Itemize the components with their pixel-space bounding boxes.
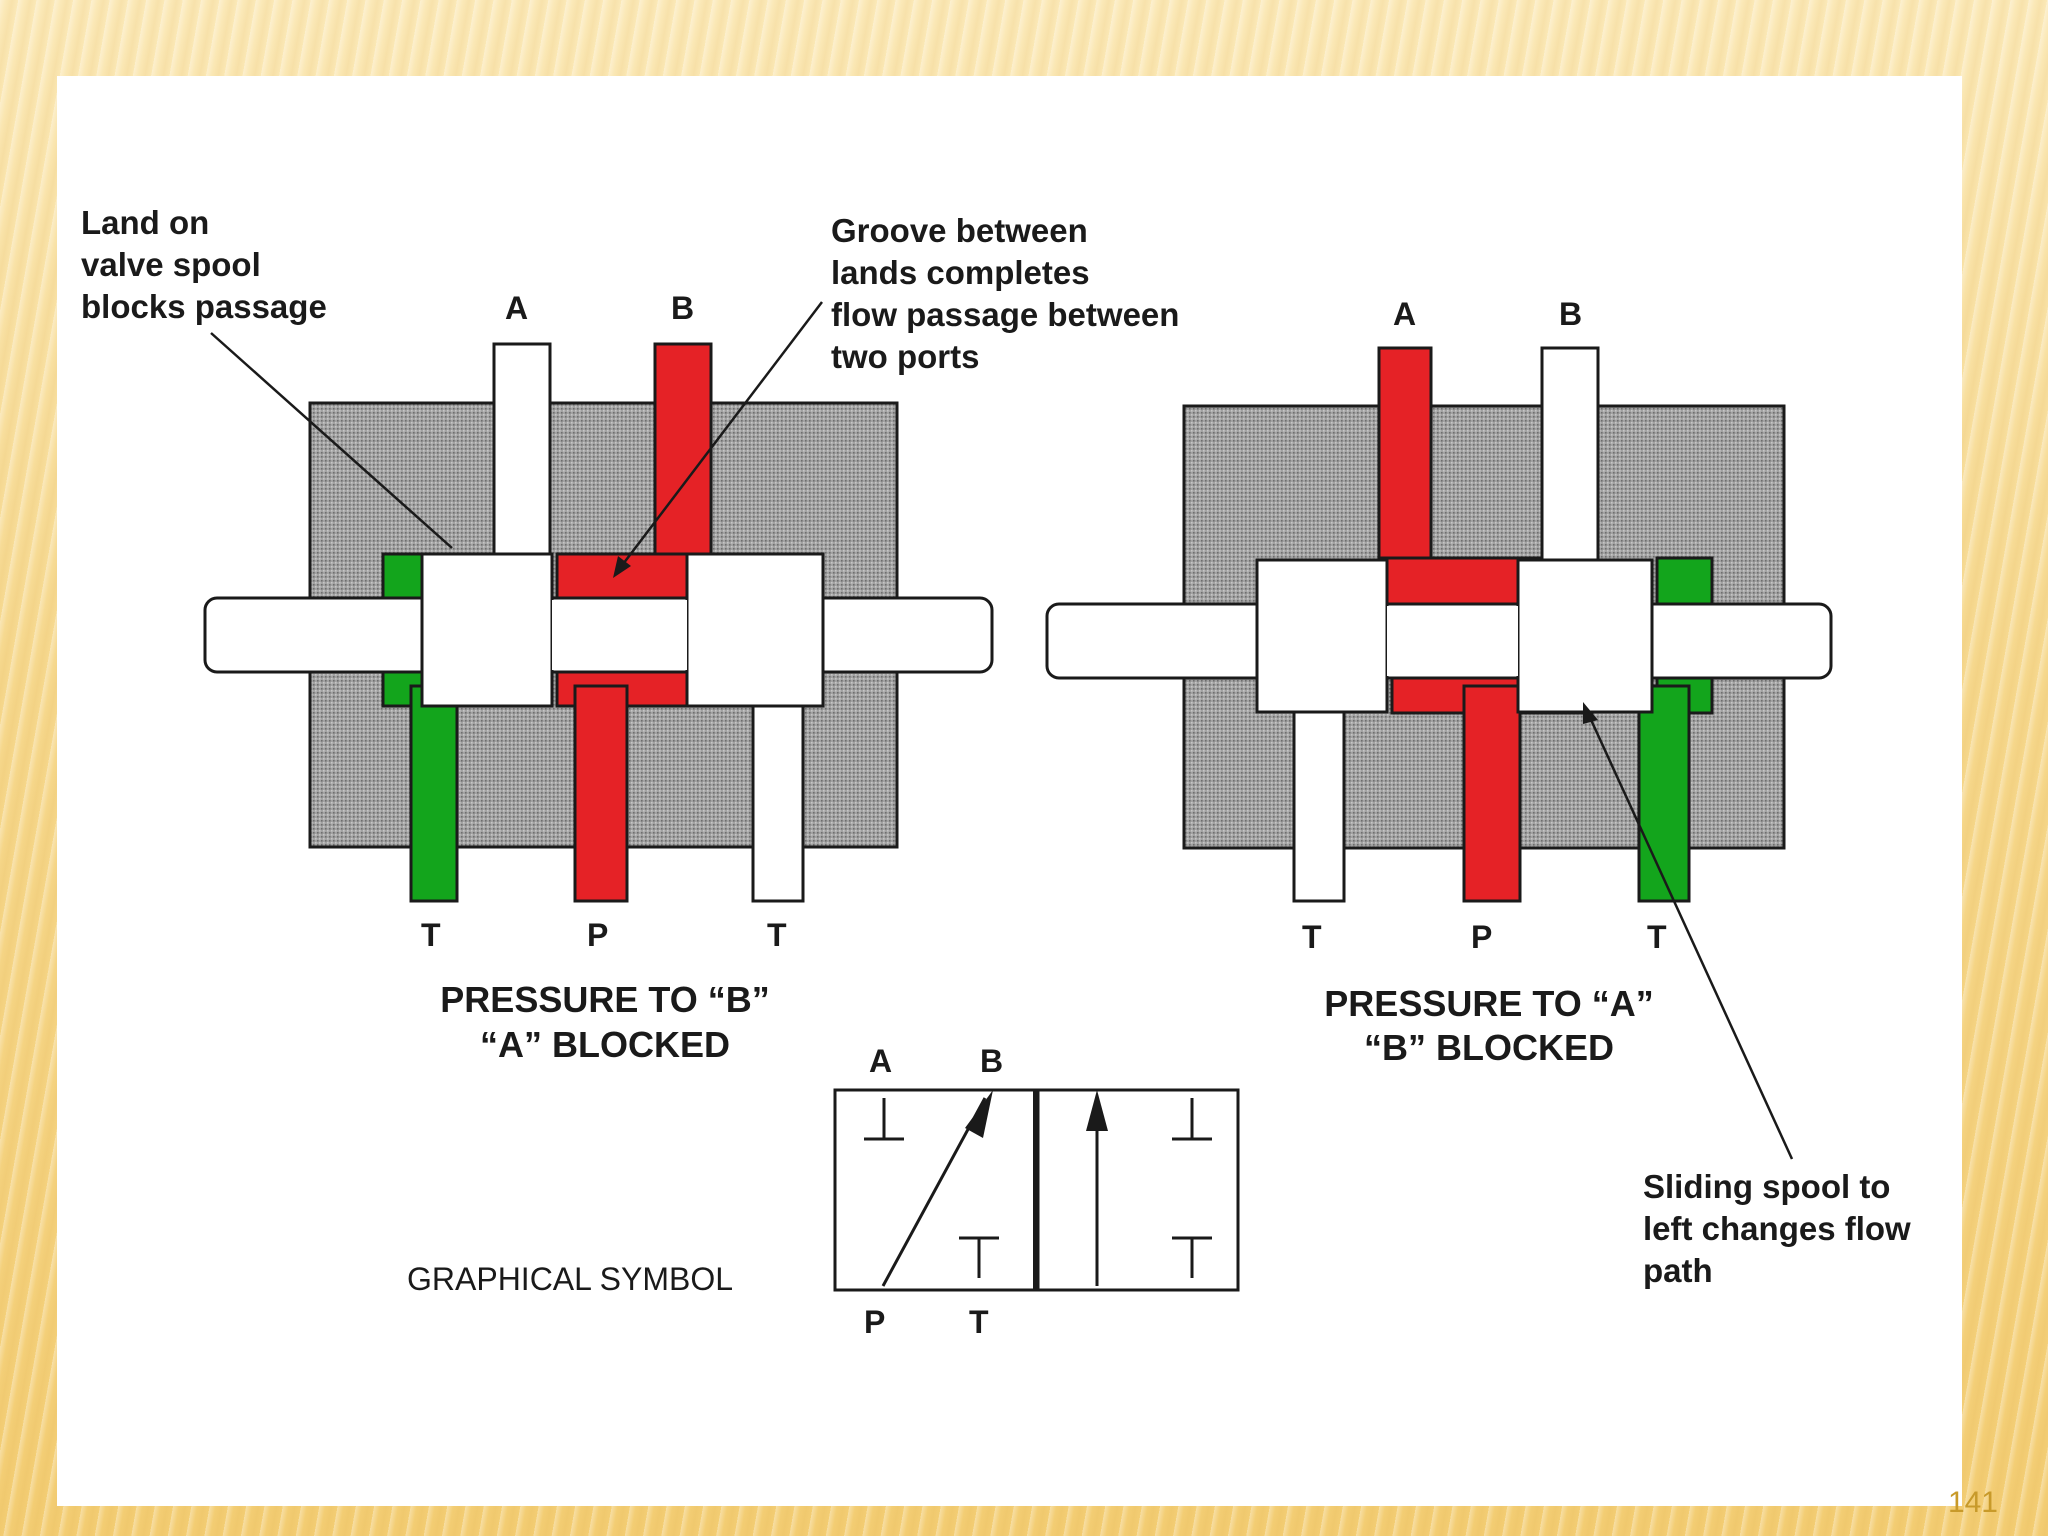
right-port-b-passage bbox=[1540, 346, 1600, 562]
symbol-label-b: B bbox=[980, 1043, 1003, 1079]
right-spool-land-1 bbox=[1255, 558, 1389, 714]
left-port-a-passage bbox=[492, 342, 552, 558]
left-label-p: P bbox=[587, 917, 608, 953]
land-callout: Land on valve spool blocks passage bbox=[81, 204, 453, 549]
sliding-label-line1: Sliding spool to bbox=[1643, 1168, 1890, 1205]
sliding-arrowhead bbox=[1583, 702, 1598, 724]
sliding-callout: Sliding spool to left changes flow path bbox=[1583, 702, 1911, 1289]
left-port-t1-passage bbox=[409, 684, 459, 903]
groove-callout: Groove between lands completes flow pass… bbox=[613, 212, 1179, 578]
right-label-a: A bbox=[1393, 296, 1416, 332]
land-leader-line bbox=[210, 332, 453, 549]
land-label-line2: valve spool bbox=[81, 246, 261, 283]
groove-arrowhead bbox=[613, 556, 631, 578]
left-label-t2: T bbox=[767, 917, 787, 953]
left-label-a: A bbox=[505, 290, 528, 326]
right-label-b: B bbox=[1559, 296, 1582, 332]
symbol-arrowhead-a bbox=[1086, 1090, 1108, 1131]
sliding-label-line3: path bbox=[1643, 1252, 1713, 1289]
right-valve bbox=[1045, 346, 1833, 903]
groove-label-line2: lands completes bbox=[831, 254, 1090, 291]
left-spool-land-2 bbox=[685, 552, 825, 708]
right-caption-line2: “B” BLOCKED bbox=[1364, 1027, 1614, 1068]
slide-panel: A B T P T PRESSURE TO “B” “A” BLOCKED A … bbox=[57, 76, 1962, 1506]
sliding-label-line2: left changes flow bbox=[1643, 1210, 1911, 1247]
left-spool-land-1 bbox=[420, 552, 554, 708]
groove-label-line3: flow passage between bbox=[831, 296, 1179, 333]
right-port-t1-passage bbox=[1292, 684, 1346, 903]
right-port-a-passage bbox=[1377, 346, 1433, 562]
left-label-t1: T bbox=[421, 917, 441, 953]
symbol-label-t: T bbox=[969, 1304, 989, 1340]
valve-diagram: A B T P T PRESSURE TO “B” “A” BLOCKED A … bbox=[81, 204, 1911, 1340]
land-label-line1: Land on bbox=[81, 204, 209, 241]
right-caption-line1: PRESSURE TO “A” bbox=[1324, 983, 1653, 1024]
left-port-t2-passage bbox=[751, 684, 805, 903]
left-label-b: B bbox=[671, 290, 694, 326]
left-port-p-passage bbox=[573, 684, 629, 903]
right-label-t1: T bbox=[1302, 919, 1322, 955]
symbol-arrowhead-b bbox=[965, 1090, 993, 1138]
right-label-t2: T bbox=[1647, 919, 1667, 955]
groove-label-line4: two ports bbox=[831, 338, 979, 375]
page-number: 141 bbox=[1947, 1486, 1998, 1519]
symbol-caption: GRAPHICAL SYMBOL bbox=[407, 1261, 733, 1297]
left-valve bbox=[203, 342, 994, 903]
groove-label-line1: Groove between bbox=[831, 212, 1088, 249]
symbol-envelope-right bbox=[1036, 1088, 1240, 1292]
left-caption-line2: “A” BLOCKED bbox=[480, 1024, 730, 1065]
right-spool-land-2 bbox=[1516, 558, 1654, 714]
land-label-line3: blocks passage bbox=[81, 288, 327, 325]
right-label-p: P bbox=[1471, 919, 1492, 955]
groove-leader-line bbox=[616, 301, 823, 573]
graphical-symbol bbox=[833, 1088, 1240, 1292]
right-port-p-passage bbox=[1462, 684, 1522, 903]
left-caption-line1: PRESSURE TO “B” bbox=[440, 979, 769, 1020]
right-port-t2-passage bbox=[1637, 684, 1691, 903]
symbol-label-p: P bbox=[864, 1304, 885, 1340]
left-port-b-passage bbox=[653, 342, 713, 558]
symbol-label-a: A bbox=[869, 1043, 892, 1079]
sliding-leader-line bbox=[1585, 710, 1794, 1160]
